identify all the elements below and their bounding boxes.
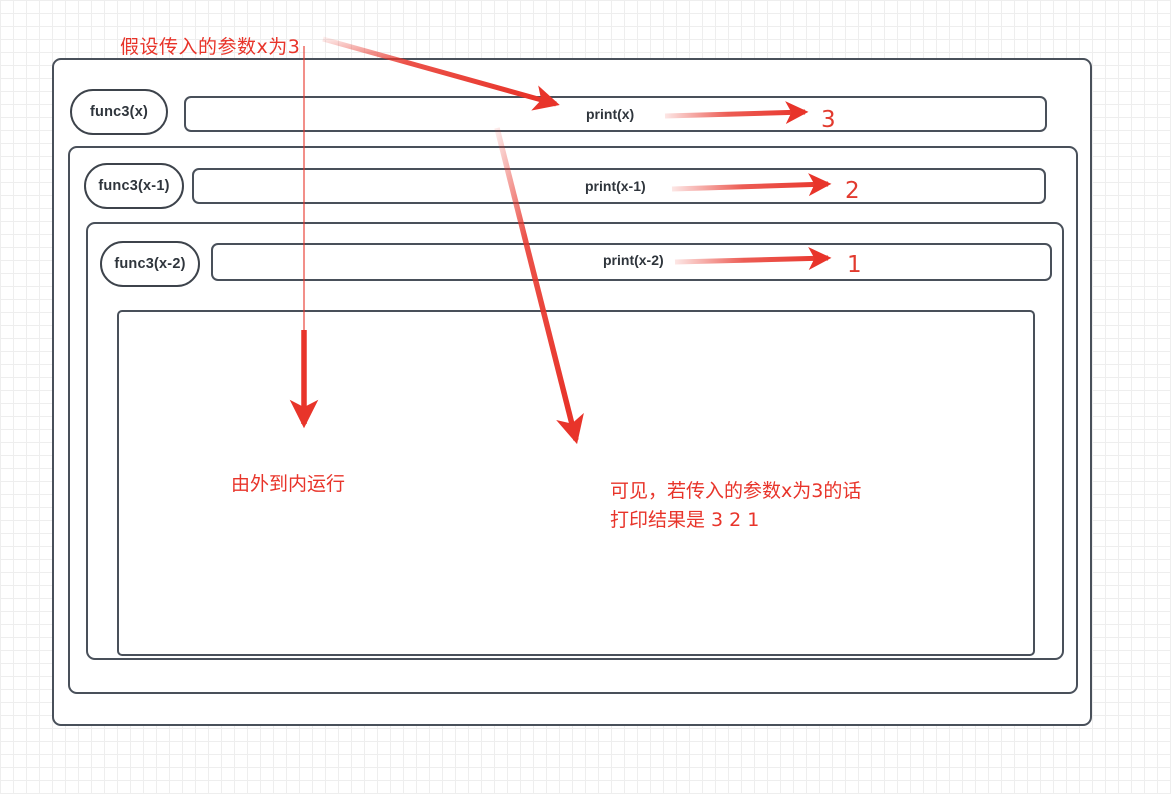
pill-func3-x-2: func3(x-2): [100, 241, 200, 287]
statement-label-print-x: print(x): [586, 106, 635, 122]
statement-label-print-x-1: print(x-1): [585, 178, 646, 194]
annotation-title: 假设传入的参数x为3: [120, 36, 301, 58]
pill-label-func3-x-1: func3(x-1): [98, 178, 170, 194]
annotation-result-line2: 打印结果是 3 2 1: [610, 509, 760, 531]
output-value-3: 3: [821, 107, 836, 133]
statement-label-print-x-2: print(x-2): [603, 252, 664, 268]
output-value-1: 1: [847, 252, 862, 278]
annotation-flow-note: 由外到内运行: [231, 473, 346, 495]
output-value-2: 2: [845, 178, 860, 204]
statement-bar-print-x-1: [192, 168, 1046, 204]
pill-func3-x: func3(x): [70, 89, 168, 135]
statement-bar-print-x-2: [211, 243, 1052, 281]
pill-label-func3-x-2: func3(x-2): [114, 256, 186, 272]
pill-label-func3-x: func3(x): [90, 104, 148, 120]
annotation-result-line1: 可见，若传入的参数x为3的话: [610, 480, 862, 502]
pill-func3-x-1: func3(x-1): [84, 163, 184, 209]
